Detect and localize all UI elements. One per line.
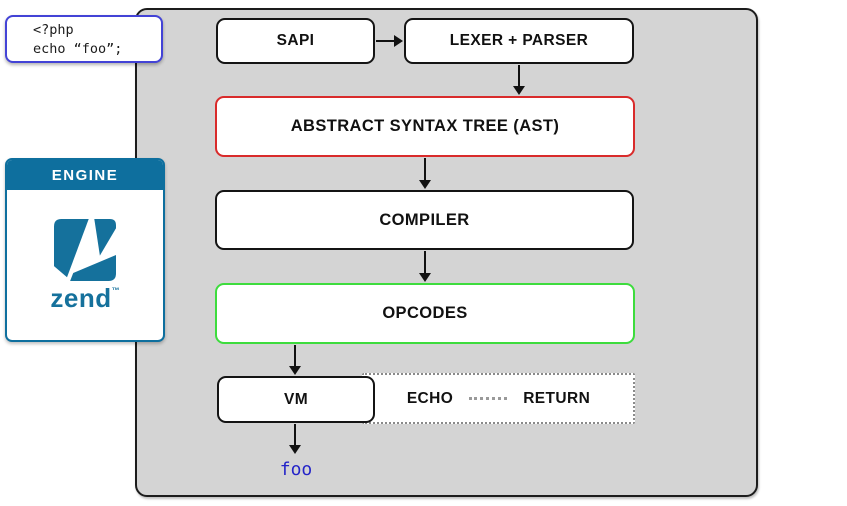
vm-label: VM: [283, 390, 309, 408]
opcode-list-box: ECHO RETURN: [362, 373, 635, 424]
compiler-node: COMPILER: [215, 190, 634, 250]
zend-brand-text: zend: [50, 283, 112, 313]
compiler-label: COMPILER: [379, 210, 470, 229]
ast-label: ABSTRACT SYNTAX TREE (AST): [290, 117, 560, 135]
engine-header-label: ENGINE: [51, 166, 119, 184]
opcode-echo-label: ECHO: [406, 389, 454, 407]
arrow-compiler-to-opcodes: [419, 251, 431, 282]
sapi-node: SAPI: [216, 18, 375, 64]
arrow-lexer-to-ast: [513, 65, 525, 95]
opcodes-label: OPCODES: [382, 304, 468, 322]
program-output: foo: [279, 459, 313, 480]
sapi-label: SAPI: [276, 32, 315, 49]
engine-card-header: ENGINE: [7, 160, 163, 190]
zend-logo-icon: [54, 219, 116, 281]
arrow-vm-to-output: [289, 424, 301, 454]
opcode-return-label: RETURN: [523, 389, 591, 407]
php-source-box: <?php echo “foo”;: [5, 15, 163, 63]
opcodes-node: OPCODES: [215, 283, 635, 344]
ast-node: ABSTRACT SYNTAX TREE (AST): [215, 96, 635, 157]
vm-node: VM: [217, 376, 375, 423]
arrow-opcodes-to-vm: [289, 345, 301, 375]
php-source-line-2: echo “foo”;: [33, 41, 123, 57]
arrow-ast-to-compiler: [419, 158, 431, 189]
lexer-parser-node: LEXER + PARSER: [404, 18, 634, 64]
php-source-line-1: <?php: [33, 22, 74, 38]
lexer-parser-label: LEXER + PARSER: [449, 32, 589, 49]
arrow-sapi-to-lexer: [376, 35, 403, 47]
engine-card-body: zend™: [7, 190, 163, 340]
opcode-dotted-connector: [469, 397, 508, 400]
zend-trademark: ™: [111, 286, 120, 295]
zend-wordmark: zend™: [50, 285, 119, 311]
zend-engine-card: ENGINE zend™: [5, 158, 165, 342]
